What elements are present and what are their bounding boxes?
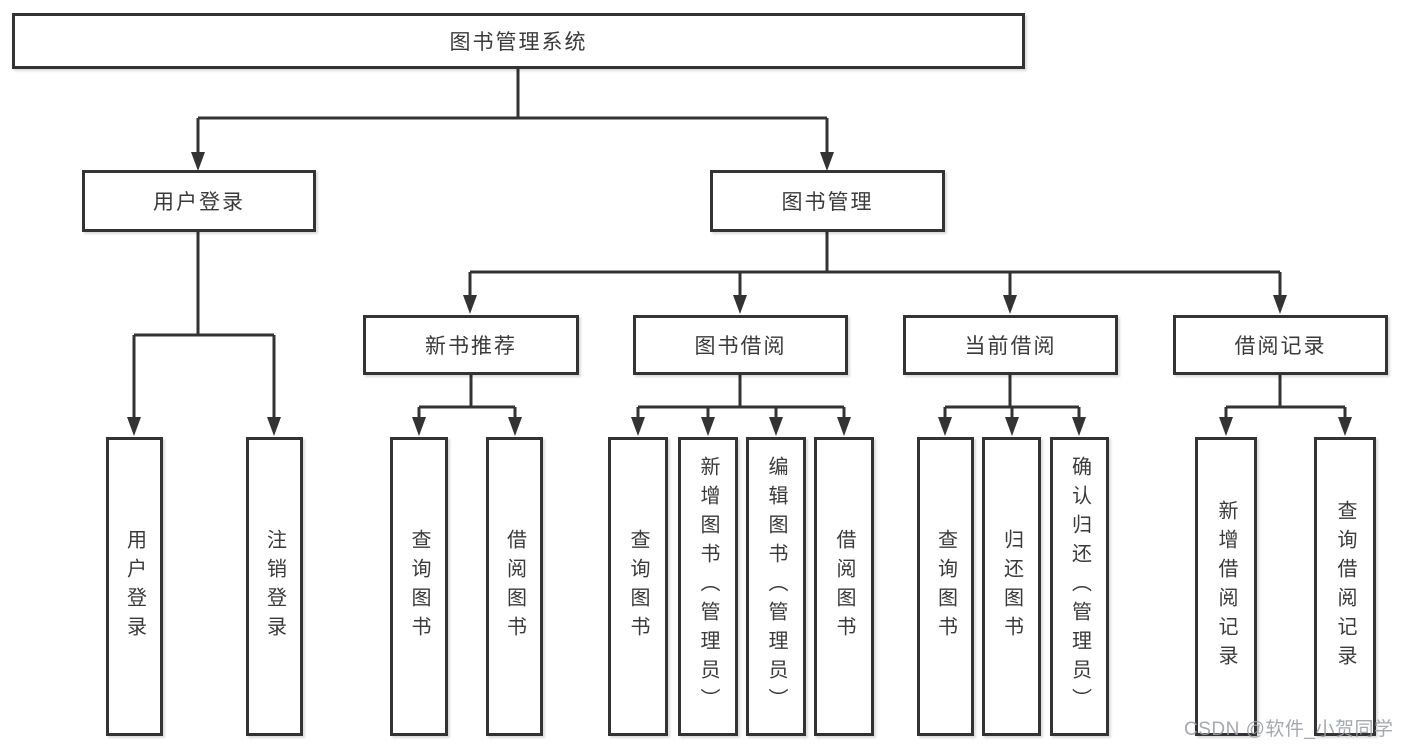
leaf-label: 编辑图书（管理员）: [765, 456, 787, 717]
node-leaf-add-borrow-record: 新增借阅记录: [1195, 437, 1257, 736]
node-leaf-add-books-admin: 新增图书（管理员）: [678, 437, 738, 736]
node-book-borrowing: 图书借阅: [633, 315, 848, 375]
leaf-label: 借阅图书: [833, 528, 855, 645]
leaf-label: 归还图书: [1000, 528, 1023, 645]
node-user-login: 用户登录: [82, 170, 316, 232]
leaf-label: 新增借阅记录: [1215, 499, 1237, 674]
node-leaf-borrow-books-borrowing: 借阅图书: [814, 437, 874, 736]
leaf-label: 查询借阅记录: [1334, 499, 1356, 674]
node-leaf-return-books: 归还图书: [982, 437, 1041, 736]
node-leaf-confirm-return-admin: 确认归还（管理员）: [1050, 437, 1109, 736]
node-book-management: 图书管理: [710, 170, 945, 232]
leaf-label: 确认归还（管理员）: [1068, 456, 1091, 717]
node-leaf-query-borrow-record: 查询借阅记录: [1314, 437, 1376, 736]
leaf-label: 新增图书（管理员）: [697, 456, 719, 717]
node-leaf-edit-books-admin: 编辑图书（管理员）: [746, 437, 806, 736]
node-leaf-query-books-borrowing: 查询图书: [608, 437, 668, 736]
node-leaf-borrow-books-recommend: 借阅图书: [486, 437, 543, 736]
leaf-label: 用户登录: [123, 528, 146, 645]
leaf-label: 查询图书: [934, 528, 957, 645]
node-leaf-query-books-recommend: 查询图书: [390, 437, 448, 736]
node-borrowing-records: 借阅记录: [1173, 315, 1388, 375]
leaf-label: 借阅图书: [503, 528, 526, 645]
node-leaf-user-login: 用户登录: [106, 437, 163, 736]
leaf-label: 查询图书: [627, 528, 649, 645]
node-leaf-logout: 注销登录: [246, 437, 303, 736]
node-leaf-query-books-current: 查询图书: [917, 437, 974, 736]
csdn-watermark: CSDN @软件_小贺同学: [1184, 719, 1394, 740]
node-library-management-system: 图书管理系统: [12, 13, 1025, 69]
leaf-label: 查询图书: [408, 528, 430, 645]
leaf-label: 注销登录: [263, 528, 286, 645]
node-new-book-recommendation: 新书推荐: [363, 315, 579, 375]
node-current-borrowing: 当前借阅: [903, 315, 1118, 375]
